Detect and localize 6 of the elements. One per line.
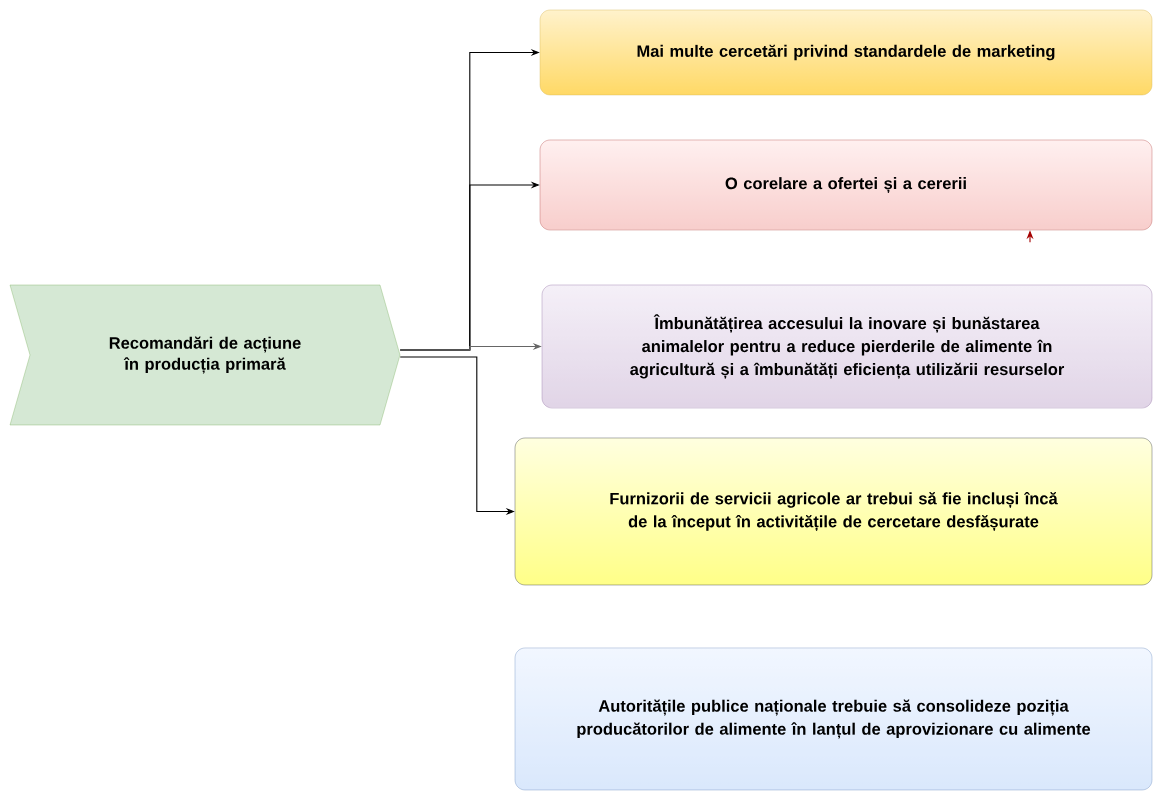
rounded-box: Îmbunătățirea accesului la inovare și bunăstarea animalelor pentru a reduce pierderile de alimente în agricultură și a îmbunătăți eficiența utilizării resurselor — [541, 284, 1153, 409]
chevron-box: Recomandări de acțiune în producția primară — [9, 284, 401, 426]
rounded-box: Autoritățile publice naționale trebuie să consolideze poziția producătorilor de alimente în lanțul de aprovizionare cu alimente — [514, 647, 1153, 791]
rounded-box: Mai multe cercetări privind standardele de marketing — [539, 9, 1153, 96]
rounded-box: Furnizorii de servicii agricole ar trebui să fie incluși încă de la început în activitățile de cercetare desfășurate — [514, 437, 1153, 586]
rounded-box: O corelare a ofertei și a cererii — [539, 139, 1153, 231]
